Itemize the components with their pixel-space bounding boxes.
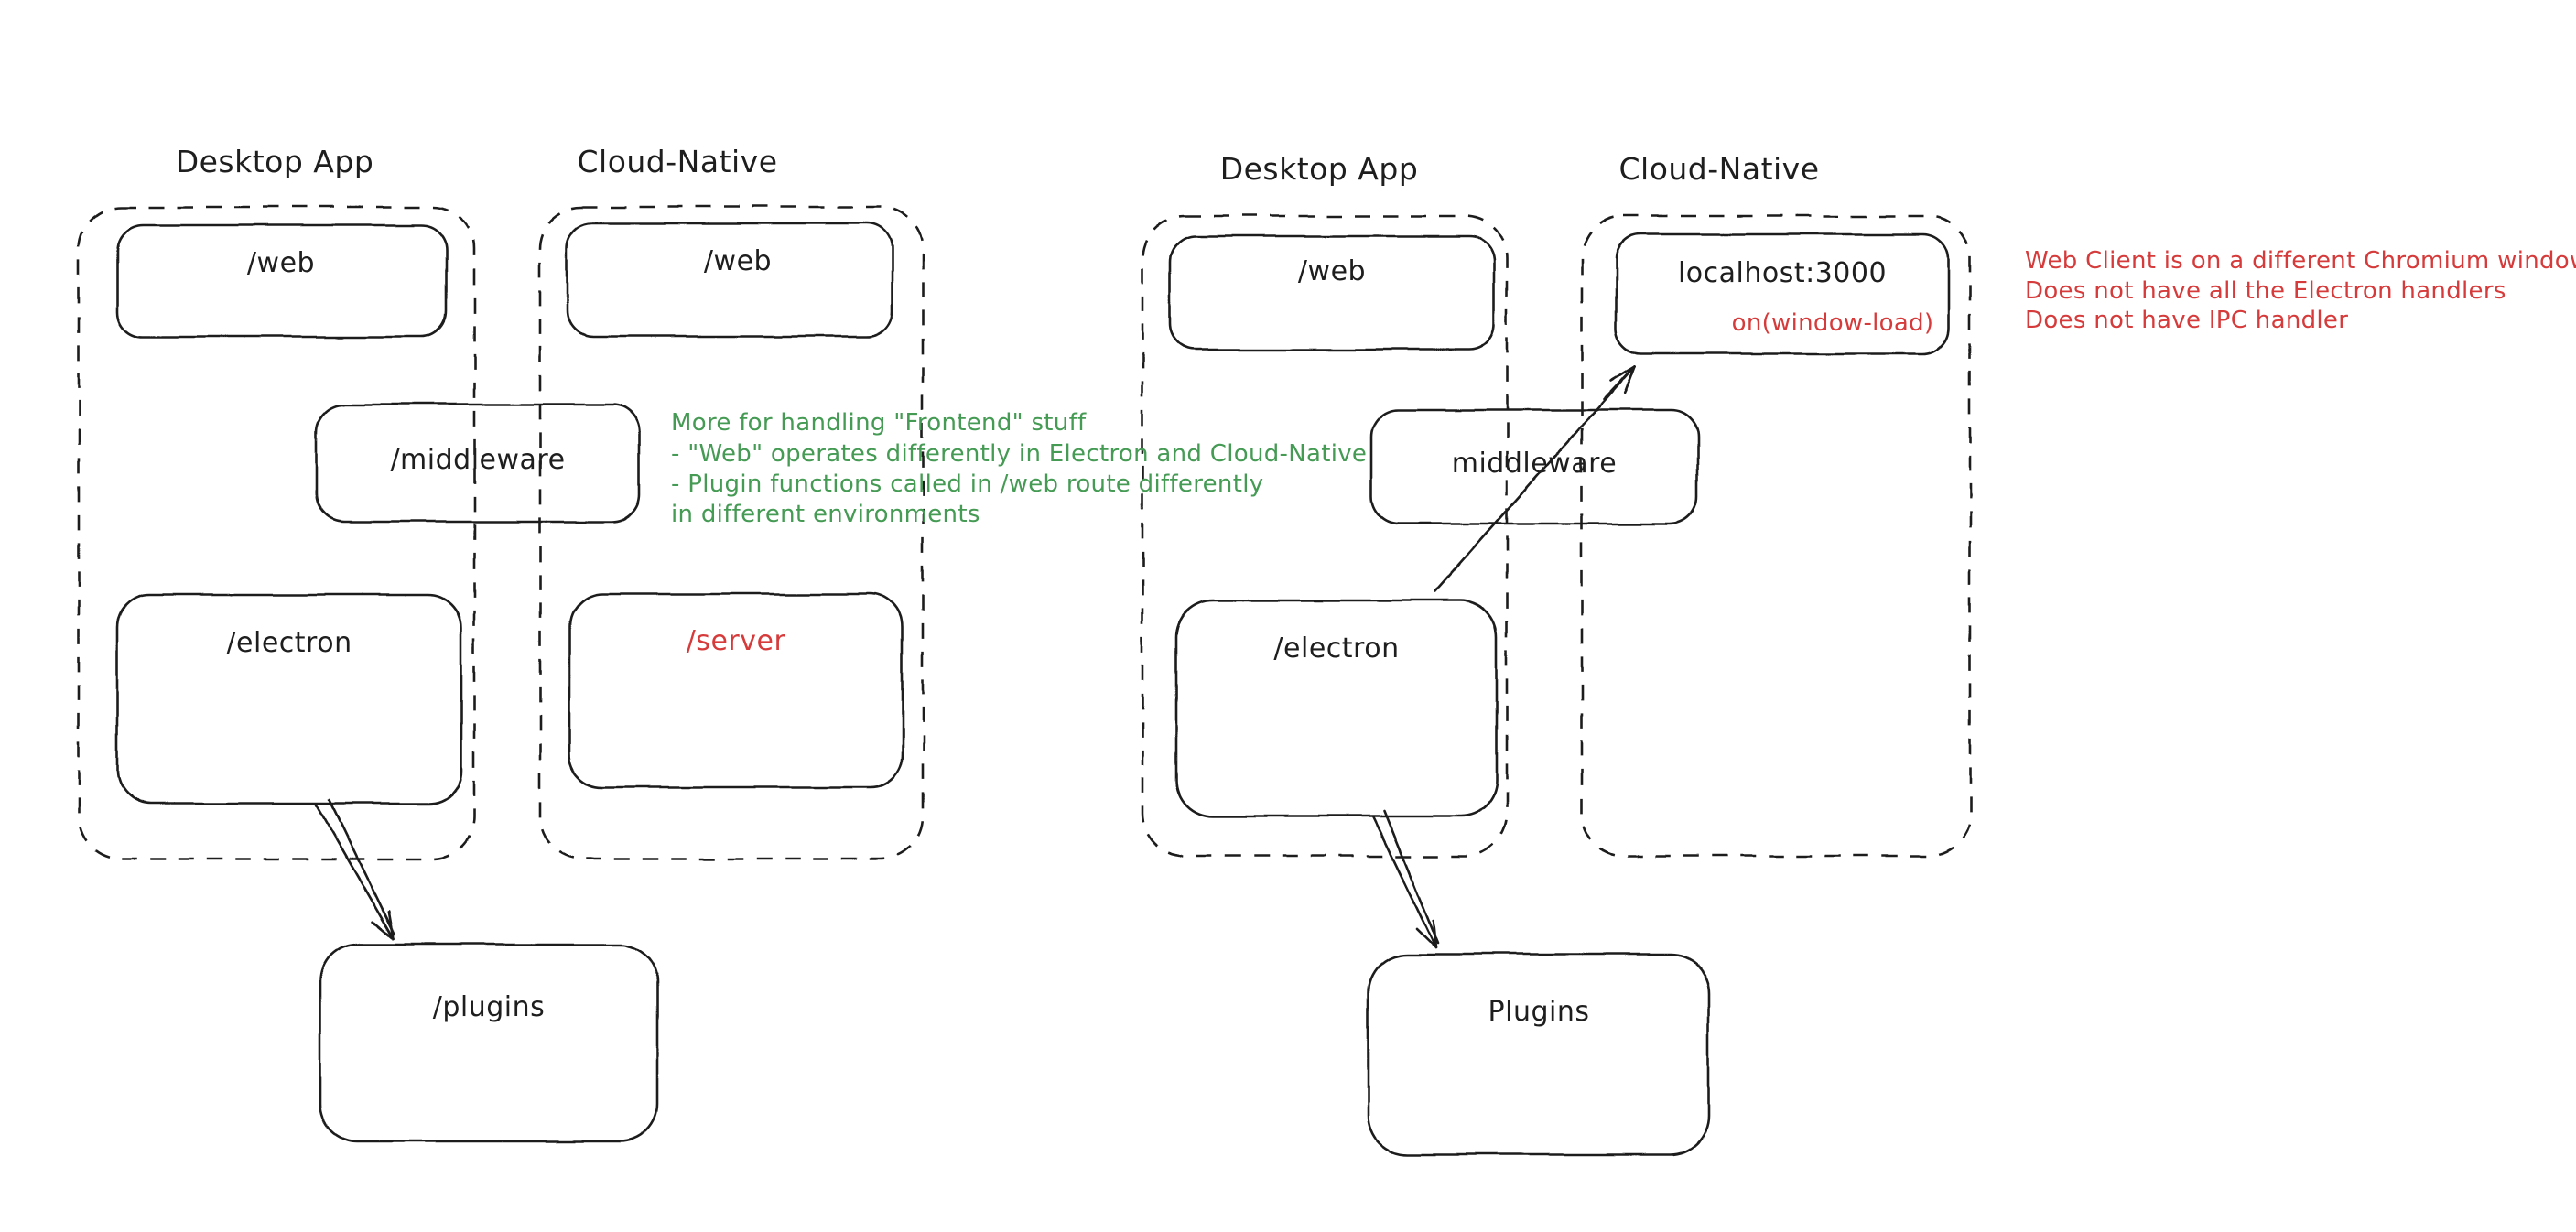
left-web-desktop-label: /web xyxy=(247,247,315,279)
right-localhost-label: localhost:3000 xyxy=(1678,257,1887,289)
right-cloud-title: Cloud-Native xyxy=(1618,151,1819,187)
left-server-label: /server xyxy=(687,625,786,657)
left-electron-label: /electron xyxy=(226,627,352,659)
left-web-cloud-label: /web xyxy=(704,245,772,277)
left-middleware-label: /middleware xyxy=(390,444,565,476)
left-arrow-electron-to-plugins xyxy=(315,798,396,941)
green-note: More for handling "Frontend" stuff - "We… xyxy=(671,409,1367,528)
left-server-box xyxy=(568,592,904,789)
right-electron-label: /electron xyxy=(1273,632,1399,665)
right-cloud-container xyxy=(1580,214,1972,858)
left-cloud-title: Cloud-Native xyxy=(577,144,777,179)
left-middleware-box xyxy=(315,403,641,524)
left-plugins-label: /plugins xyxy=(433,991,546,1023)
right-web-desktop-label: /web xyxy=(1298,255,1366,287)
right-middleware-label: middleware xyxy=(1452,448,1618,480)
left-web-desktop-box xyxy=(115,223,449,339)
right-window-load-label: on(window-load) xyxy=(1732,309,1934,337)
left-desktop-title: Desktop App xyxy=(176,144,374,179)
left-cloud-container xyxy=(538,205,925,860)
left-electron-box xyxy=(115,593,463,805)
red-note: Web Client is on a different Chromium wi… xyxy=(2025,247,2576,334)
left-plugins-box xyxy=(319,943,659,1143)
green-note-line-1: More for handling "Frontend" stuff xyxy=(671,409,1087,437)
right-web-desktop-box xyxy=(1168,234,1496,351)
right-electron-box xyxy=(1174,599,1499,818)
green-note-line-4: in different environments xyxy=(671,501,980,528)
red-note-line-2: Does not have all the Electron handlers xyxy=(2025,277,2506,305)
left-desktop-container xyxy=(77,205,476,860)
right-arrow-electron-to-localhost xyxy=(1433,364,1637,594)
green-note-line-2: - "Web" operates differently in Electron… xyxy=(671,440,1367,468)
left-web-cloud-box xyxy=(566,222,893,338)
right-desktop-title: Desktop App xyxy=(1220,151,1419,187)
green-note-line-3: - Plugin functions called in /web route … xyxy=(671,470,1263,498)
right-desktop-container xyxy=(1141,214,1509,858)
red-note-line-1: Web Client is on a different Chromium wi… xyxy=(2025,247,2576,275)
right-plugins-label: Plugins xyxy=(1488,996,1590,1028)
right-arrow-electron-to-plugins xyxy=(1371,809,1439,949)
right-middleware-box xyxy=(1369,408,1699,525)
right-localhost-box xyxy=(1614,232,1951,355)
red-note-line-3: Does not have IPC handler xyxy=(2025,307,2348,334)
right-plugins-box xyxy=(1367,953,1711,1156)
